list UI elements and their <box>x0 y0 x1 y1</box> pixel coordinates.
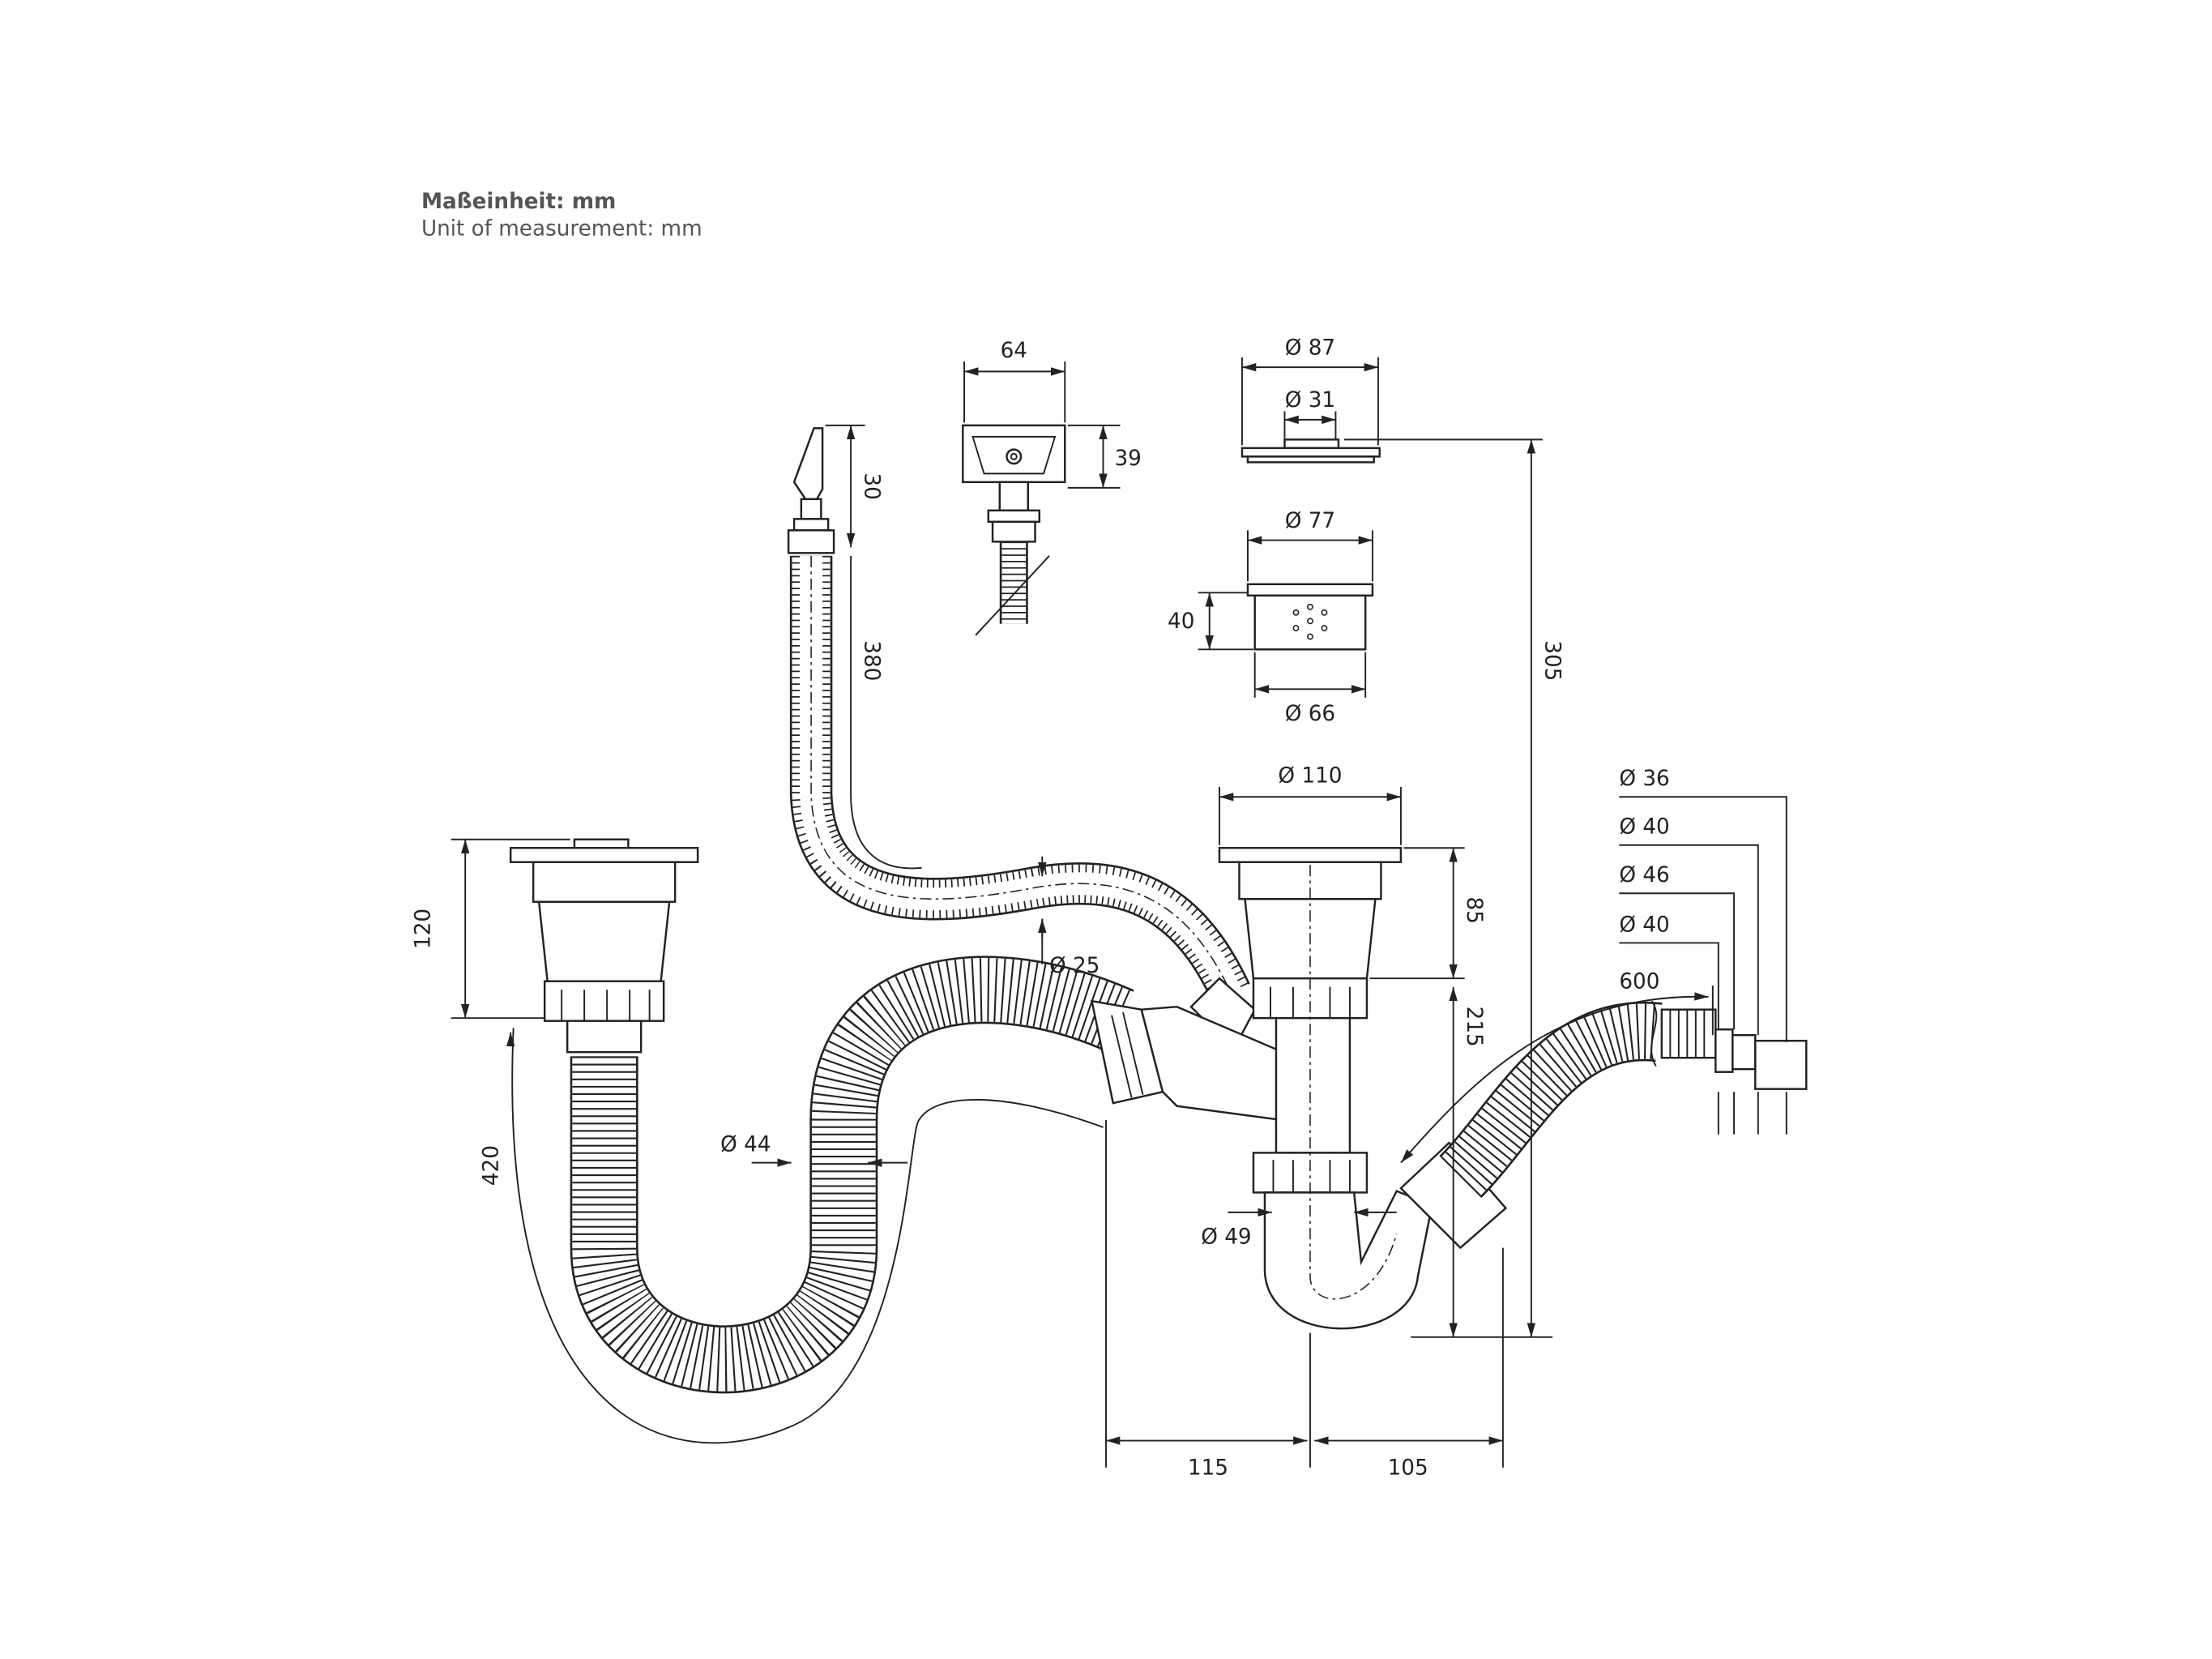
dim-overflow-hose-top: 30 <box>860 472 884 499</box>
dimension-lines <box>451 357 1787 1468</box>
overflow-hose <box>787 427 1257 1051</box>
dim-main-strainer-height: 85 <box>1462 897 1486 924</box>
dim-overflow-height: 39 <box>1114 447 1141 471</box>
dim-left-hose-length: 420 <box>479 1145 503 1186</box>
dim-overflow-hose-length: 380 <box>860 640 884 681</box>
dim-outlet-3: Ø 46 <box>1619 863 1669 887</box>
dim-basket-height: 40 <box>1168 609 1194 634</box>
dim-outlet-2: Ø 40 <box>1619 815 1669 840</box>
dim-basket-bottom: Ø 66 <box>1285 702 1335 726</box>
overflow-cover <box>962 424 1066 636</box>
unit-label-de: Maßeinheit: mm <box>421 190 616 214</box>
strainer-basket <box>1246 583 1374 651</box>
dim-left-strainer-height: 120 <box>411 909 435 949</box>
unit-label-en: Unit of measurement: mm <box>421 216 702 241</box>
dim-overflow-width: 64 <box>1001 339 1027 363</box>
dim-plug-outer: Ø 87 <box>1285 336 1335 360</box>
dim-trap-height: 215 <box>1462 1007 1486 1047</box>
dim-offset-left: 115 <box>1188 1456 1228 1481</box>
dim-plug-inner: Ø 31 <box>1285 388 1335 413</box>
dim-connector-hose-dia: Ø 44 <box>720 1133 771 1157</box>
dim-trap-pipe-dia: Ø 49 <box>1201 1225 1251 1249</box>
dimension-labels: 64 39 30 380 Ø 87 Ø 31 Ø 77 40 Ø 66 305 … <box>411 336 1669 1480</box>
connector-hose <box>511 956 1134 1444</box>
dim-total-height: 305 <box>1539 640 1564 681</box>
dim-outlet-hose-length: 600 <box>1619 969 1659 994</box>
dim-overflow-hose-dia: Ø 25 <box>1049 954 1100 978</box>
left-strainer <box>509 838 699 1054</box>
dim-basket-top: Ø 77 <box>1285 509 1335 533</box>
trap <box>1218 847 1433 1330</box>
sink-plug <box>1241 438 1381 464</box>
dim-outlet-4: Ø 40 <box>1619 913 1669 937</box>
dim-main-strainer: Ø 110 <box>1278 764 1342 789</box>
side-inlet <box>1090 999 1285 1122</box>
dim-offset-right: 105 <box>1388 1456 1428 1481</box>
dim-outlet-1: Ø 36 <box>1619 767 1669 791</box>
